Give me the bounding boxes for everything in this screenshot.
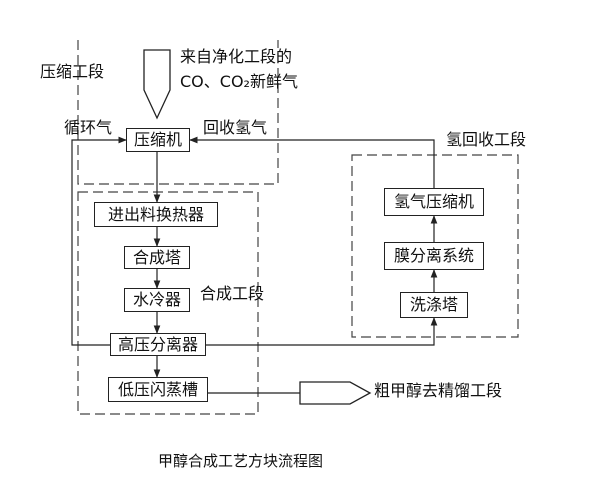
hydrogen-recovery-section-label: 氢回收工段	[446, 130, 527, 149]
crude-methanol-outlet-pointer	[299, 381, 372, 405]
membrane-box: 膜分离系统	[384, 242, 484, 270]
reactor-box: 合成塔	[124, 246, 190, 269]
water-cooler-box: 水冷器	[124, 288, 190, 312]
compression-section-label: 压缩工段	[40, 62, 105, 81]
compressor-box: 压缩机	[126, 128, 190, 152]
compression-section-boundary	[77, 40, 279, 185]
hydrogen-recovery-section-boundary	[351, 154, 519, 338]
h2-compressor-box: 氢气压缩机	[384, 188, 484, 216]
scrubber-box: 洗涤塔	[400, 292, 468, 318]
fresh-gas-label-line1: 来自净化工段的	[180, 47, 293, 66]
heat-exchanger-box: 进出料换热器	[94, 202, 218, 227]
synthesis-section-label: 合成工段	[200, 284, 265, 303]
recovered-hydrogen-label: 回收氢气	[203, 118, 268, 137]
fresh-gas-inlet-pointer	[143, 49, 171, 120]
crude-methanol-label: 粗甲醇去精馏工段	[374, 381, 503, 400]
hp-separator-box: 高压分离器	[110, 333, 206, 356]
diagram-caption: 甲醇合成工艺方块流程图	[158, 452, 324, 470]
synthesis-section-boundary	[77, 191, 259, 415]
lp-flash-tank-box: 低压闪蒸槽	[108, 377, 208, 402]
recycle-gas-label: 循环气	[64, 118, 113, 137]
purge-gas-line	[206, 317, 438, 346]
recycle-gas-line	[71, 136, 127, 346]
fresh-gas-label-line2: CO、CO₂新鲜气	[180, 72, 298, 91]
recovered-hydrogen-line	[189, 136, 435, 188]
